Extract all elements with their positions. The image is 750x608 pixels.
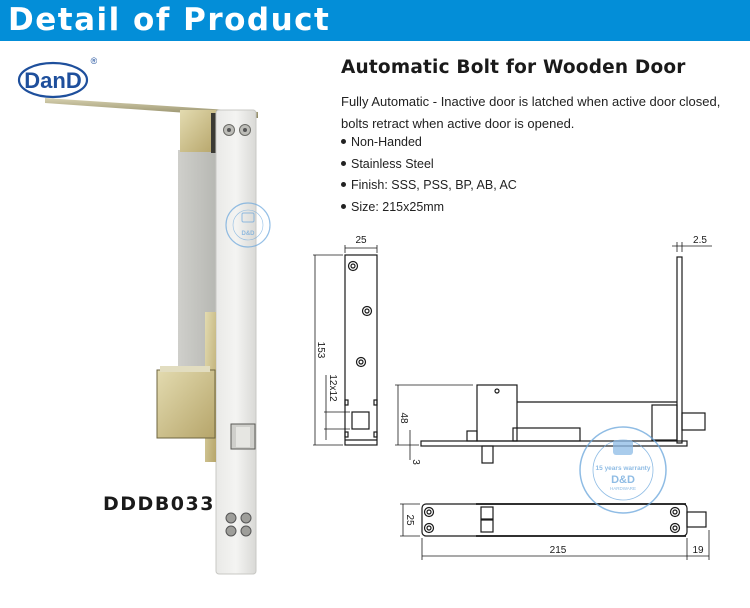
svg-text:3: 3 [410, 459, 421, 465]
product-photo: D&D [45, 98, 271, 575]
svg-text:48: 48 [398, 412, 409, 424]
brand-logo: DanD ® [17, 56, 97, 99]
model-code: DDDB033 [103, 493, 215, 515]
feature-item: Stainless Steel [341, 154, 517, 176]
svg-text:D&D: D&D [611, 474, 635, 486]
bullet-icon [341, 203, 346, 209]
svg-text:12x12: 12x12 [327, 374, 338, 402]
side-view-drawing [395, 242, 712, 464]
bullet-icon [341, 182, 346, 188]
feature-item: Finish: SSS, PSS, BP, AB, AC [341, 175, 517, 197]
svg-text:19: 19 [692, 545, 704, 556]
bullet-icon [341, 160, 346, 166]
svg-text:D&D: D&D [242, 231, 256, 237]
feature-item: Size: 215x25mm [341, 197, 517, 219]
bottom-view-drawing [400, 503, 710, 560]
product-title: Automatic Bolt for Wooden Door [341, 57, 686, 78]
watermark-stamp-photo: D&D [225, 202, 271, 248]
svg-text:2.5: 2.5 [693, 235, 707, 246]
front-view-drawing [313, 245, 378, 446]
svg-text:25: 25 [404, 514, 415, 526]
svg-text:HARDWARE: HARDWARE [610, 486, 636, 491]
header-bar: Detail of Product [0, 0, 750, 41]
svg-text:215: 215 [550, 545, 567, 556]
svg-text:DanD: DanD [24, 68, 81, 93]
description-line-1: Fully Automatic - Inactive door is latch… [341, 94, 721, 109]
svg-text:153: 153 [315, 342, 326, 359]
feature-item: Non-Handed [341, 132, 517, 154]
page-title: Detail of Product [8, 2, 331, 38]
svg-text:25: 25 [355, 235, 367, 246]
svg-text:®: ® [91, 56, 97, 66]
product-description: Fully Automatic - Inactive door is latch… [341, 91, 750, 135]
feature-list: Non-Handed Stainless Steel Finish: SSS, … [341, 132, 517, 218]
svg-text:15 years warranty: 15 years warranty [596, 465, 651, 472]
description-line-2: bolts retract when active door is opened… [341, 116, 575, 131]
watermark-stamp: 15 years warranty D&D HARDWARE [579, 426, 667, 514]
bullet-icon [341, 139, 346, 145]
